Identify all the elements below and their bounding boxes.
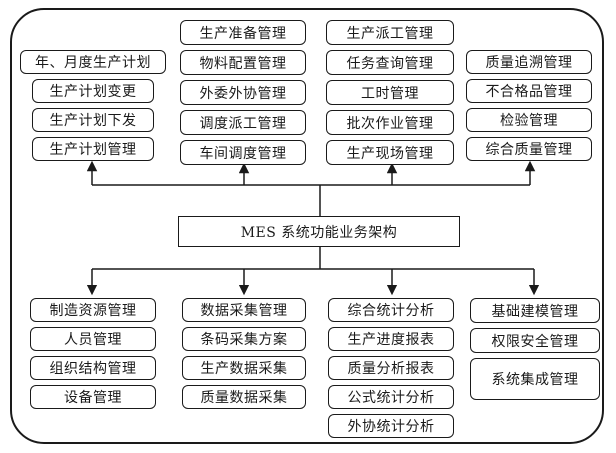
- plan-change-box: 生产计划变更: [32, 79, 154, 103]
- permission-security-box: 权限安全管理: [470, 328, 600, 353]
- formula-stats-box: 公式统计分析: [328, 385, 454, 409]
- plan-management-box: 生产计划管理: [32, 137, 154, 161]
- system-integration-box: 系统集成管理: [470, 358, 600, 400]
- progress-report-box: 生产进度报表: [328, 327, 454, 351]
- task-query-box: 任务查询管理: [326, 50, 454, 75]
- workshop-scheduling-box: 车间调度管理: [180, 140, 306, 165]
- org-structure-box: 组织结构管理: [30, 356, 156, 380]
- barcode-scheme-box: 条码采集方案: [182, 327, 306, 351]
- center-architecture-box: MES 系统功能业务架构: [178, 216, 460, 247]
- production-dispatch-box: 生产派工管理: [326, 20, 454, 45]
- integrated-quality-box: 综合质量管理: [466, 137, 592, 161]
- equipment-box: 设备管理: [30, 385, 156, 409]
- outsourcing-box: 外委外协管理: [180, 80, 306, 105]
- quality-trace-box: 质量追溯管理: [466, 50, 592, 74]
- nonconforming-box: 不合格品管理: [466, 79, 592, 103]
- material-config-box: 物料配置管理: [180, 50, 306, 75]
- mfg-resource-box: 制造资源管理: [30, 298, 156, 322]
- inspection-box: 检验管理: [466, 108, 592, 132]
- outer-frame: [10, 8, 604, 444]
- outsourcing-stats-box: 外协统计分析: [328, 414, 454, 438]
- batch-operation-box: 批次作业管理: [326, 110, 454, 135]
- base-modeling-box: 基础建模管理: [470, 298, 600, 323]
- labor-hours-box: 工时管理: [326, 80, 454, 105]
- integrated-stats-box: 综合统计分析: [328, 298, 454, 322]
- personnel-box: 人员管理: [30, 327, 156, 351]
- dispatch-scheduling-box: 调度派工管理: [180, 110, 306, 135]
- data-collection-box: 数据采集管理: [182, 298, 306, 322]
- plan-issue-box: 生产计划下发: [32, 108, 154, 132]
- annual-monthly-plan-box: 年、月度生产计划: [20, 50, 166, 74]
- quality-data-box: 质量数据采集: [182, 385, 306, 409]
- prep-management-box: 生产准备管理: [180, 20, 306, 45]
- shop-floor-box: 生产现场管理: [326, 140, 454, 165]
- quality-report-box: 质量分析报表: [328, 356, 454, 380]
- production-data-box: 生产数据采集: [182, 356, 306, 380]
